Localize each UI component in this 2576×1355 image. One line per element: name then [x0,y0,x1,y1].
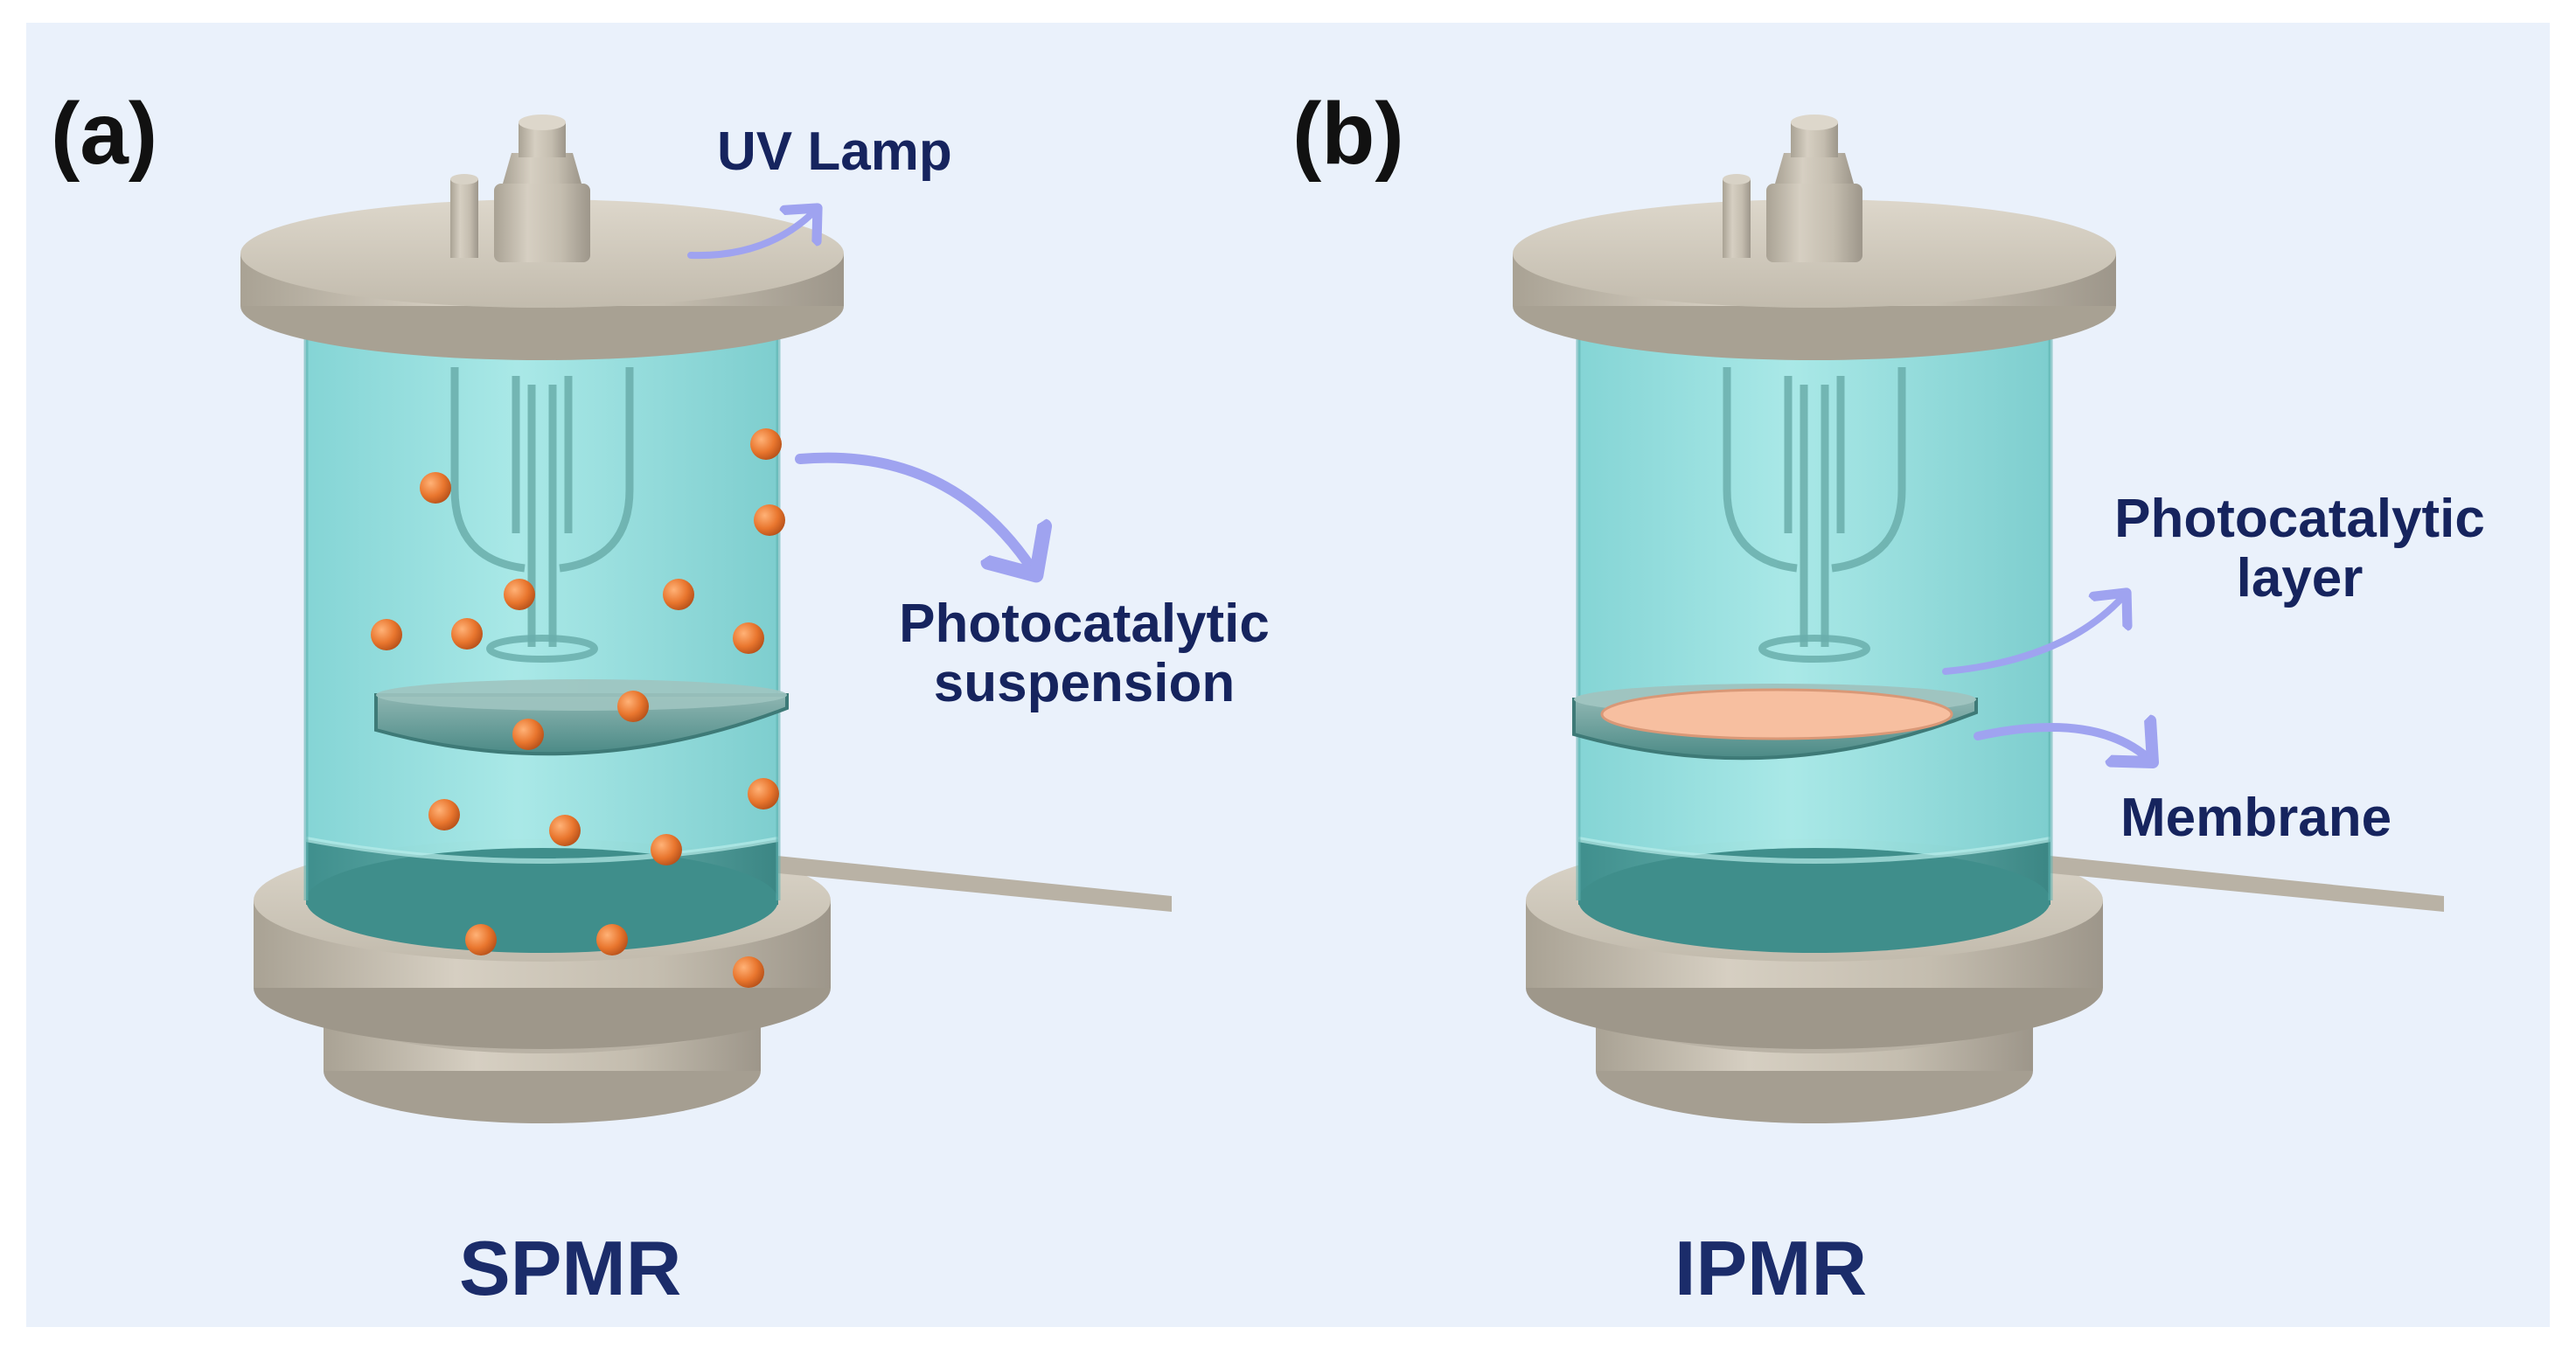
panel-letter-a: (a) [51,85,158,183]
layer-label-line2: layer [2236,548,2364,608]
caption-ipmr: IPMR [1674,1225,1867,1311]
layer-label: Photocatalytic layer [2072,490,2527,608]
layer-arrow [1942,593,2127,675]
panel-letter-b: (b) [1292,85,1404,183]
membrane-arrow [1974,727,2153,762]
uv-lamp-arrow [687,208,818,260]
membrane-label: Membrane [2120,788,2392,848]
suspension-label: Photocatalytic suspension [874,594,1294,713]
suspension-label-line2: suspension [933,653,1236,713]
photocatalytic-layer [1600,688,1953,740]
uv-lamp-label: UV Lamp [717,122,952,182]
suspension-label-line1: Photocatalytic [899,594,1270,654]
caption-spmr: SPMR [459,1225,682,1311]
photocatalyst-particles [371,428,785,988]
reactor-spmr [240,115,1172,1123]
suspension-arrow [795,452,1036,575]
membrane-disk-a [374,679,789,756]
reactor-ipmr [1513,115,2444,1123]
layer-label-line1: Photocatalytic [2114,489,2485,549]
